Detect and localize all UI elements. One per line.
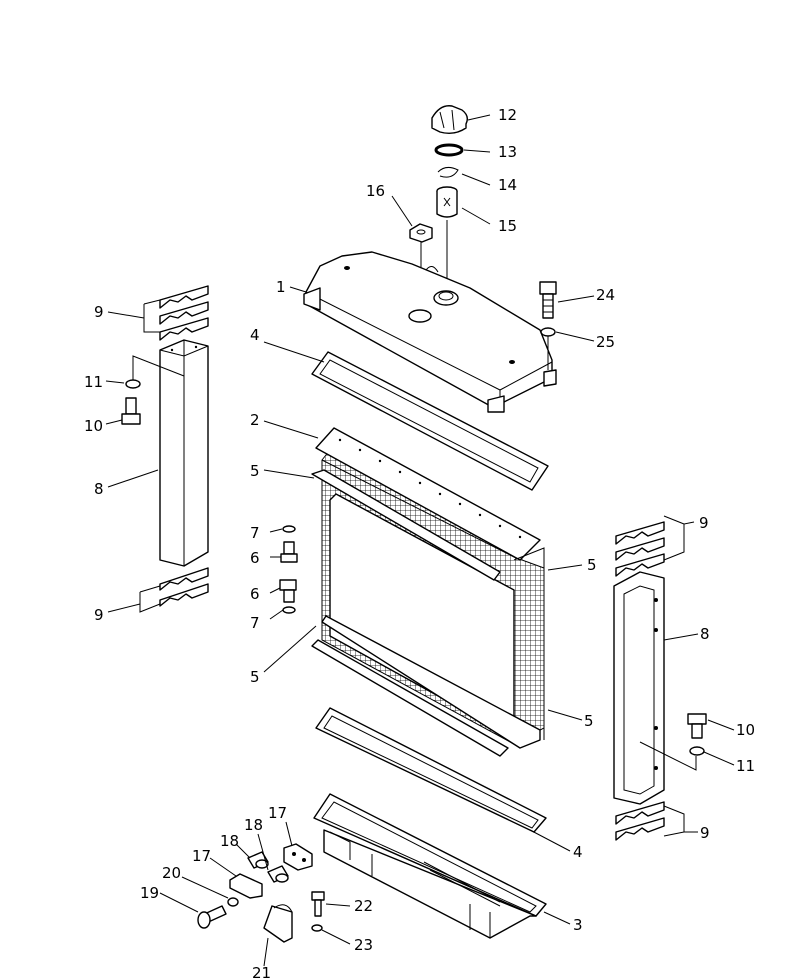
right-side-support xyxy=(613,571,665,805)
callout-4-upper: 4 xyxy=(250,326,260,344)
left-washer xyxy=(125,379,141,389)
bushing-upper xyxy=(247,851,269,869)
mount-washer xyxy=(227,897,239,907)
mount-plate xyxy=(263,904,293,943)
upper-gasket xyxy=(311,351,549,491)
callout-11-a: 11 xyxy=(84,373,103,391)
left-upper-shims xyxy=(159,285,209,341)
callout-17-a: 17 xyxy=(268,804,287,822)
plate-bolt xyxy=(311,891,325,917)
callout-9-b: 9 xyxy=(94,606,104,624)
callout-23: 23 xyxy=(354,936,373,954)
callout-21: 21 xyxy=(252,964,271,980)
callout-8-a: 8 xyxy=(94,480,104,498)
callout-9-c: 9 xyxy=(699,514,709,532)
cap-gasket-ring xyxy=(434,143,464,157)
core-washer-upper xyxy=(282,525,296,533)
tank-washer xyxy=(540,327,556,337)
callout-13: 13 xyxy=(498,143,517,161)
core-washer-lower xyxy=(282,606,296,614)
mount-bracket-lower xyxy=(229,873,263,899)
core-bolt-lower xyxy=(279,579,297,603)
callout-8-b: 8 xyxy=(700,625,710,643)
bushing-lower xyxy=(267,865,289,883)
callout-3: 3 xyxy=(573,916,583,934)
callout-5-a: 5 xyxy=(250,462,260,480)
callout-6-a: 6 xyxy=(250,549,260,567)
right-lower-shims xyxy=(615,801,665,841)
callout-19: 19 xyxy=(140,884,159,902)
callout-7-b: 7 xyxy=(250,614,260,632)
callout-15: 15 xyxy=(498,217,517,235)
callout-6-b: 6 xyxy=(250,585,260,603)
left-lower-shims xyxy=(159,567,209,607)
radiator-core xyxy=(311,427,545,757)
mount-bolt xyxy=(197,905,227,929)
right-bolt xyxy=(687,713,707,739)
plate-washer xyxy=(311,924,323,932)
lower-tank xyxy=(313,793,547,939)
callout-18-a: 18 xyxy=(244,816,263,834)
callout-11-b: 11 xyxy=(736,757,755,775)
callout-5-d: 5 xyxy=(584,712,594,730)
left-bolt xyxy=(121,397,141,425)
flange-fitting xyxy=(409,223,433,243)
filler-strainer xyxy=(436,186,458,218)
callout-9-a: 9 xyxy=(94,303,104,321)
callout-1: 1 xyxy=(276,278,286,296)
callout-25: 25 xyxy=(596,333,615,351)
right-washer xyxy=(689,746,705,756)
callout-16: 16 xyxy=(366,182,385,200)
callout-7-a: 7 xyxy=(250,524,260,542)
callout-5-c: 5 xyxy=(250,668,260,686)
callout-9-d: 9 xyxy=(700,824,710,842)
leader-lines xyxy=(105,114,735,967)
snap-ring xyxy=(437,166,459,178)
right-upper-shims xyxy=(615,521,665,577)
left-side-support xyxy=(159,339,209,567)
lower-gasket xyxy=(315,707,547,833)
callout-4-lower: 4 xyxy=(573,843,583,861)
callout-10-a: 10 xyxy=(84,417,103,435)
callout-14: 14 xyxy=(498,176,517,194)
callout-12: 12 xyxy=(498,106,517,124)
core-bolt-upper xyxy=(280,541,298,563)
callout-5-b: 5 xyxy=(587,556,597,574)
radiator-cap xyxy=(431,105,469,135)
mount-bracket-upper xyxy=(283,843,313,871)
callout-labels: 12 13 14 15 16 1 4 2 5 5 5 5 7 6 6 7 9 1… xyxy=(84,106,755,980)
callout-18-b: 18 xyxy=(220,832,239,850)
callout-20: 20 xyxy=(162,864,181,882)
callout-24: 24 xyxy=(596,286,615,304)
callout-17-b: 17 xyxy=(192,847,211,865)
tank-bolt xyxy=(539,281,557,319)
callout-2: 2 xyxy=(250,411,260,429)
upper-tank xyxy=(303,251,557,413)
callout-22: 22 xyxy=(354,897,373,915)
callout-10-b: 10 xyxy=(736,721,755,739)
